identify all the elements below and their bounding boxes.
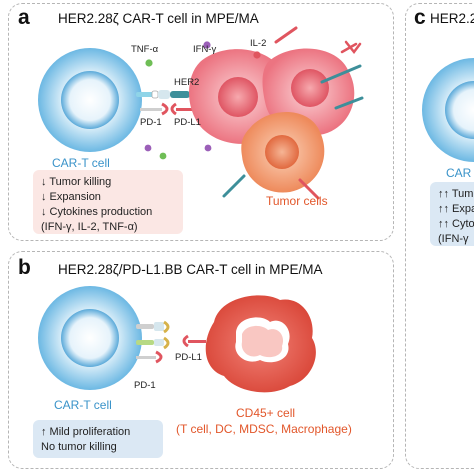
panel-b-effect: ↑ Mild proliferation: [41, 426, 131, 438]
panel-a-effect: ↓ Cytokines production: [41, 206, 153, 218]
panel-c-effect: (IFN-γ: [438, 233, 469, 245]
panel-b-title: HER2.28ζ/PD-L1.BB CAR-T cell in MPE/MA: [58, 262, 323, 277]
panel-a-frame: [8, 3, 394, 241]
panel-b-frame: [8, 251, 394, 469]
label-il2: IL-2: [250, 38, 267, 49]
label-pdl1-b: PD-L1: [175, 352, 202, 363]
panel-a-effect: (IFN-γ, IL-2, TNF-α): [41, 221, 138, 233]
panel-a-cart-label: CAR-T cell: [52, 156, 110, 170]
label-her2: HER2: [174, 77, 200, 88]
panel-a-cytokines: [144, 41, 261, 160]
panel-b-effect: No tumor killing: [41, 441, 117, 453]
panel-b-cd45-label: CD45+ cell: [236, 406, 296, 420]
panel-a-title: HER2.28ζ CAR-T cell in MPE/MA: [58, 11, 259, 26]
panel-a-effect: ↓ Tumor killing: [41, 176, 112, 188]
panel-c-cart-label: CAR: [446, 166, 472, 180]
panel-c-effect: ↑↑ Cytok: [438, 218, 474, 230]
panel-c-frame: [405, 3, 474, 469]
panel-c-effect: ↑↑ Expan: [438, 203, 474, 215]
panel-a-cart-cell: [38, 48, 142, 152]
panel-b-cd45-cell: [205, 295, 316, 393]
panel-c-cart-cell: [422, 58, 474, 162]
panel-a-effect: ↓ Expansion: [41, 191, 101, 203]
label-pd1-a: PD-1: [140, 117, 162, 128]
panel-a-car-receptor: [136, 90, 190, 99]
panel-b-letter: b: [18, 256, 31, 279]
panel-b-effects-box: ↑ Mild proliferation No tumor killing: [33, 420, 163, 458]
panel-c-effects-box: ↑↑ Tumo ↑↑ Expan ↑↑ Cytok (IFN-γ: [430, 182, 474, 246]
panel-a-her2-antigens: [222, 26, 364, 200]
panel-c-letter: c: [414, 6, 426, 29]
panel-b-receptors: [136, 320, 206, 364]
label-ifn-gamma: IFN-γ: [193, 44, 217, 55]
panel-c-title: HER2.2: [430, 11, 474, 26]
panel-b-cart-cell: [38, 286, 142, 390]
panel-a-pd1-pdl1: [140, 102, 192, 116]
label-pd1-b: PD-1: [134, 380, 156, 391]
panel-c-effect: ↑↑ Tumo: [438, 188, 474, 200]
panel-a-letter: a: [18, 6, 30, 29]
panel-a-effects-box: ↓ Tumor killing ↓ Expansion ↓ Cytokines …: [33, 170, 183, 234]
panel-b-cart-label: CAR-T cell: [54, 398, 112, 412]
panel-a-tumor-cells: [188, 48, 355, 193]
panel-b-cd45-types: (T cell, DC, MDSC, Macrophage): [176, 422, 352, 436]
label-tnf-alpha: TNF-α: [131, 44, 159, 55]
panel-a-tumor-label: Tumor cells: [266, 194, 328, 208]
label-pdl1-a: PD-L1: [174, 117, 201, 128]
